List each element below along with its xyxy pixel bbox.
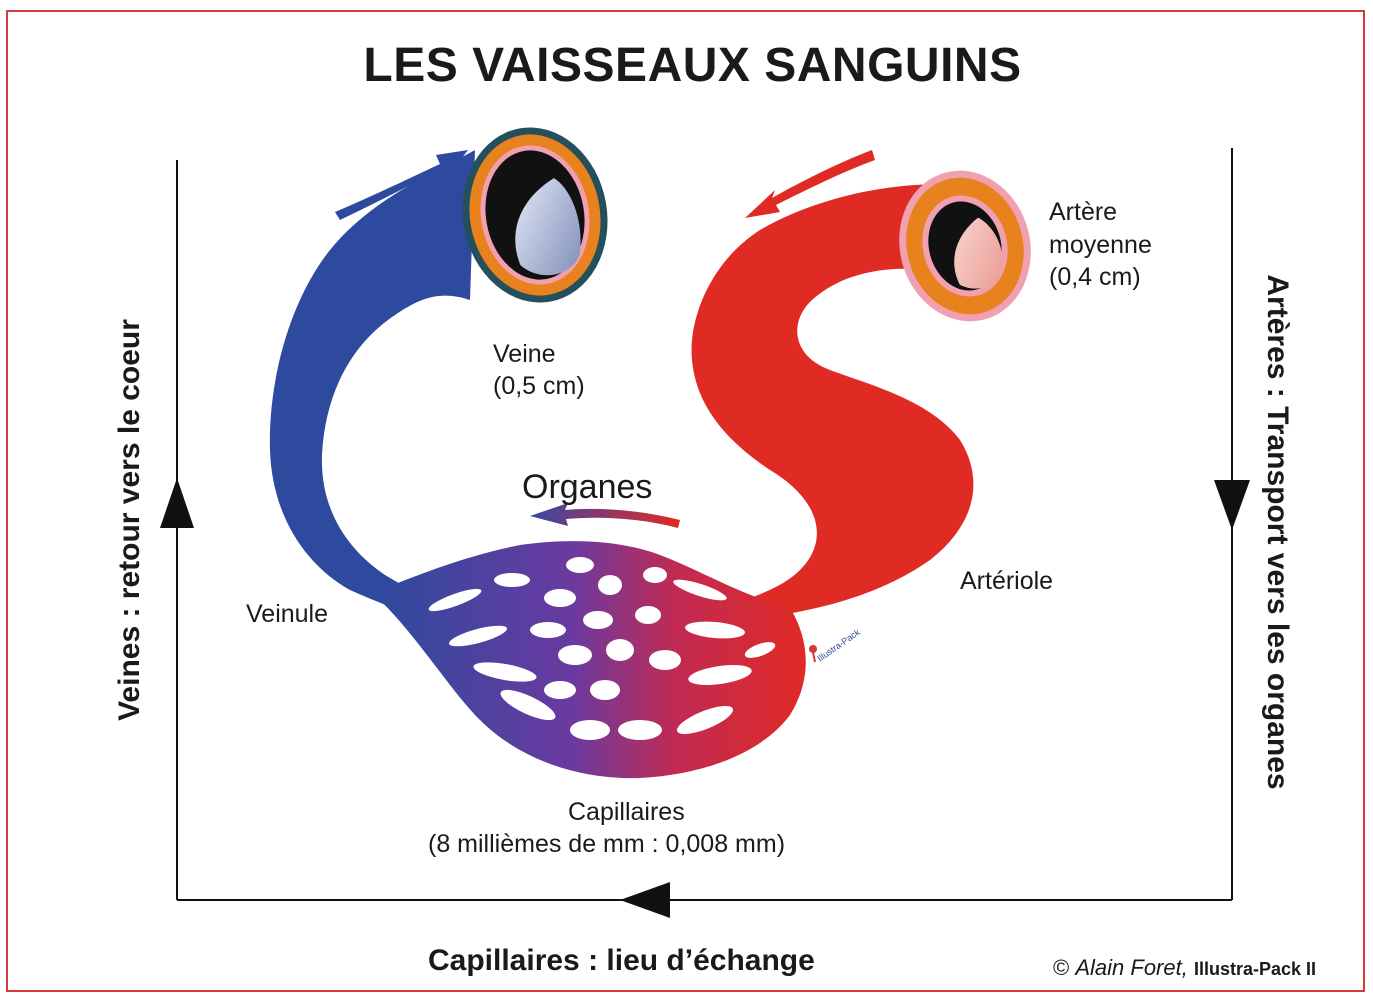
artere-name-label-line2: moyenne xyxy=(1049,229,1152,261)
left-side-label: Veines : retour vers le coeur xyxy=(113,319,147,721)
watermark-pin-icon xyxy=(809,645,817,662)
artery-cross-section xyxy=(883,156,1048,336)
capillary-bed xyxy=(380,541,806,778)
vein-cross-section xyxy=(449,116,621,314)
arrow-down-icon xyxy=(1214,480,1250,530)
credit-author: Alain Foret, xyxy=(1075,955,1188,980)
veine-size-label: (0,5 cm) xyxy=(493,370,585,402)
artere-name-label-line1: Artère xyxy=(1049,196,1117,228)
watermark-label: Illustra-Pack xyxy=(815,627,862,664)
right-side-label: Artères : Transport vers les organes xyxy=(1260,274,1294,789)
arteriole-label: Artériole xyxy=(960,565,1053,597)
copyright-symbol: © xyxy=(1053,955,1069,980)
organes-label: Organes xyxy=(522,468,652,507)
capillaires-name-label: Capillaires xyxy=(568,796,685,828)
veinule-label: Veinule xyxy=(246,598,328,630)
bottom-side-label: Capillaires : lieu d’échange xyxy=(428,944,815,978)
arrow-left-icon xyxy=(620,882,670,918)
capillaires-size-label: (8 millièmes de mm : 0,008 mm) xyxy=(428,828,785,860)
arrow-up-icon xyxy=(160,478,194,528)
copyright-credit: © Alain Foret, Illustra-Pack II xyxy=(1053,955,1316,981)
artere-size-label: (0,4 cm) xyxy=(1049,261,1141,293)
credit-brand: Illustra-Pack II xyxy=(1194,959,1316,979)
veine-name-label: Veine xyxy=(493,338,556,370)
